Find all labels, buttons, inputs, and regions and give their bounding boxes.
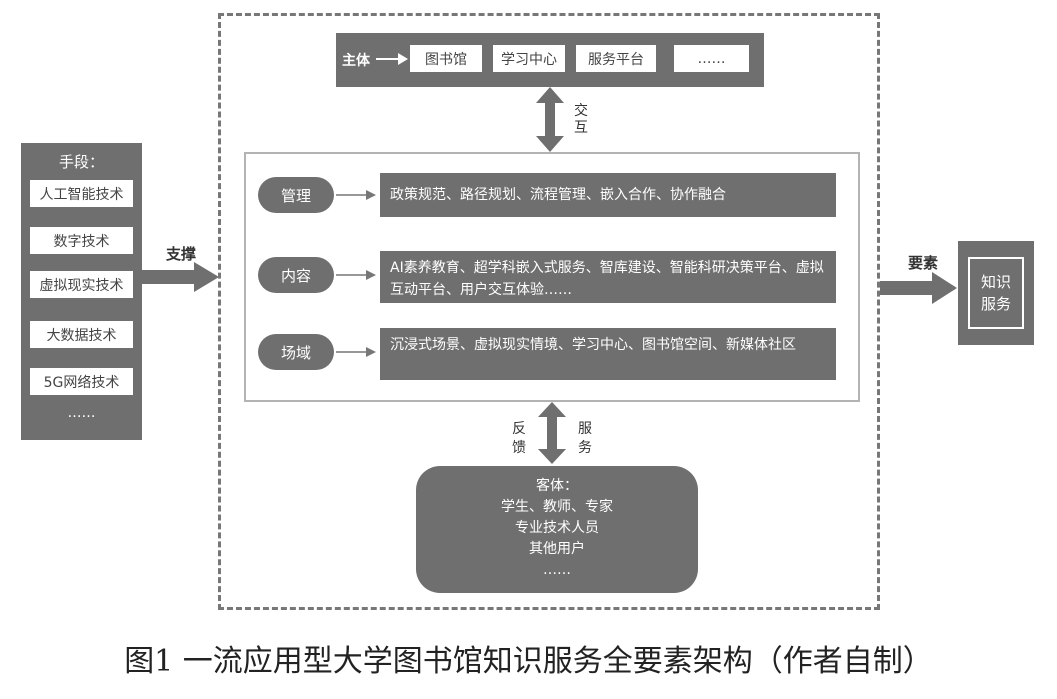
object-title: 客体： [536, 478, 578, 494]
object-line: 其他用户 [529, 541, 585, 557]
element-label: 要素 [907, 254, 938, 272]
support-arrow-icon [142, 262, 219, 292]
interaction-label: 交互 [574, 103, 588, 136]
figure-caption: 图1 一流应用型大学图书馆知识服务全要素架构（作者自制） [124, 644, 933, 679]
means-item: 人工智能技术 [30, 180, 133, 207]
object-line: 学生、教师、专家 [501, 499, 613, 515]
means-item-ellipsis: …… [67, 405, 96, 421]
subject-item-ellipsis: …… [674, 45, 749, 72]
means-title: 手段： [58, 153, 104, 171]
knowledge-service-text: 知识服务 [980, 273, 1011, 313]
row-text-field: 沉浸式场景、虚拟现实情境、学习中心、图书馆空间、新媒体社区 [380, 328, 836, 380]
support-label: 支撑 [165, 245, 196, 263]
row-arrow-icon [336, 270, 376, 280]
pill-field: 场域 [258, 334, 334, 370]
row-arrow-icon [336, 347, 376, 357]
row-text-management: 政策规范、路径规划、流程管理、嵌入合作、协作融合 [380, 173, 836, 217]
architecture-frame [218, 13, 880, 610]
feedback-service-arrow-icon [538, 402, 566, 464]
subject-label: 主体 [342, 53, 370, 69]
subject-bar: 主体 图书馆 学习中心 服务平台 …… [336, 33, 764, 87]
service-label: 服务 [578, 421, 592, 456]
means-item: 虚拟现实技术 [30, 271, 133, 298]
subject-item-learning-center: 学习中心 [493, 45, 565, 72]
object-line: 专业技术人员 [515, 520, 599, 536]
row-arrow-icon [336, 190, 376, 200]
subject-arrow-icon [376, 53, 408, 65]
knowledge-service-inner: 知识服务 [968, 257, 1024, 329]
means-panel: 手段： 人工智能技术 数字技术 虚拟现实技术 大数据技术 5G网络技术 …… [21, 143, 142, 440]
means-item: 5G网络技术 [30, 368, 133, 395]
subject-item-service-platform: 服务平台 [576, 45, 656, 72]
subject-item-library: 图书馆 [410, 45, 482, 72]
object-box: 客体： 学生、教师、专家 专业技术人员 其他用户 …… [416, 466, 698, 593]
element-arrow-icon [880, 272, 957, 304]
means-item: 大数据技术 [30, 321, 133, 348]
pill-content: 内容 [258, 257, 334, 293]
row-text-content: AI素养教育、超学科嵌入式服务、智库建设、智能科研决策平台、虚拟互动平台、用户交… [380, 251, 836, 303]
means-item: 数字技术 [30, 227, 133, 254]
interaction-arrow-icon [536, 87, 564, 152]
feedback-label: 反馈 [512, 421, 526, 456]
knowledge-service-box: 知识服务 [958, 241, 1034, 345]
pill-management: 管理 [258, 177, 334, 213]
object-line: …… [543, 562, 571, 578]
